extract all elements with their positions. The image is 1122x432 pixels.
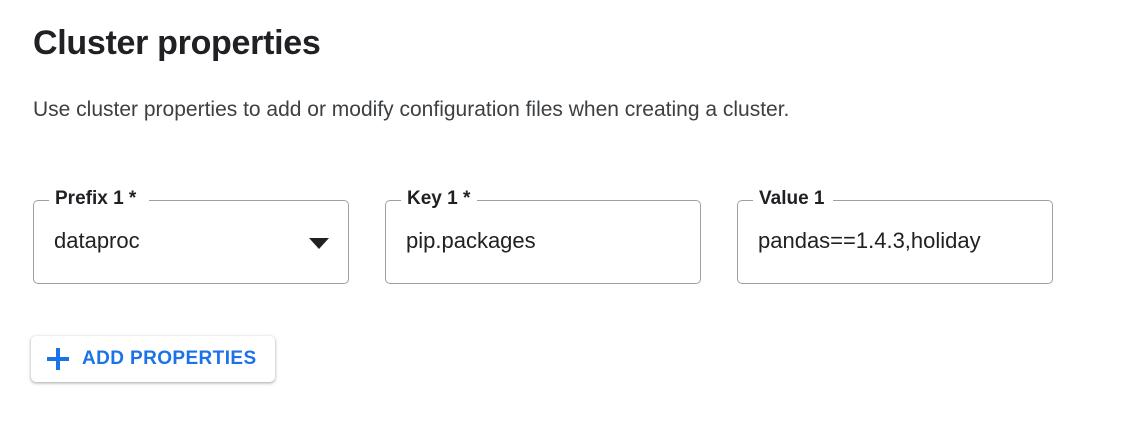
properties-row: Prefix 1 * dataproc Key 1 * pip.packages…: [33, 188, 1053, 284]
chevron-down-icon[interactable]: [309, 238, 329, 249]
key-1-field[interactable]: Key 1 * pip.packages: [385, 188, 701, 284]
page-title: Cluster properties: [33, 24, 321, 62]
add-properties-button[interactable]: ADD PROPERTIES: [31, 336, 275, 382]
value-1-label: Value 1: [759, 188, 825, 209]
key-1-label: Key 1 *: [407, 188, 471, 209]
prefix-1-value[interactable]: dataproc: [54, 228, 140, 253]
key-1-value[interactable]: pip.packages: [406, 228, 536, 253]
value-1-field[interactable]: Value 1 pandas==1.4.3,holiday: [737, 188, 1053, 284]
prefix-1-field[interactable]: Prefix 1 * dataproc: [33, 188, 349, 284]
value-1-value[interactable]: pandas==1.4.3,holiday: [758, 228, 981, 253]
plus-icon: [47, 348, 69, 370]
page-subtitle: Use cluster properties to add or modify …: [33, 98, 790, 121]
add-properties-label: ADD PROPERTIES: [82, 348, 257, 369]
prefix-1-label: Prefix 1 *: [55, 188, 137, 209]
